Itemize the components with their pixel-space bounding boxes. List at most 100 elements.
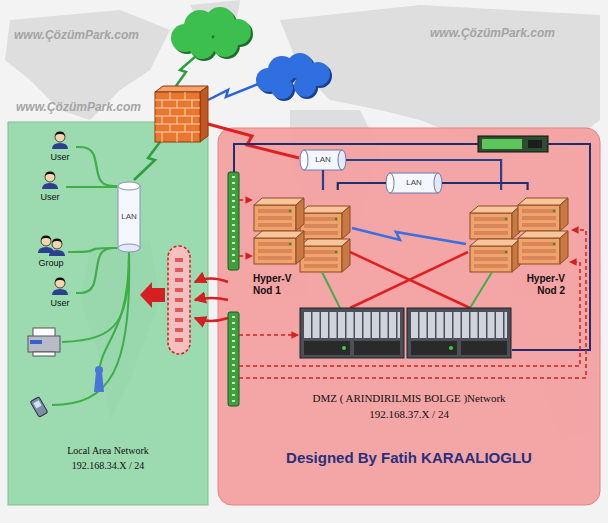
dmz-gateway-part	[195, 298, 228, 300]
dmz-hardware-part	[239, 262, 580, 366]
lan-segment: LAN	[300, 150, 346, 170]
internet-clouds-part	[256, 53, 330, 99]
wan-links	[134, 56, 299, 180]
dmz-hardware-part	[322, 272, 340, 308]
device-label: User	[50, 298, 69, 309]
dmz-hardware-part	[518, 231, 568, 264]
internet-clouds-part-part	[294, 75, 316, 97]
lan-devices-part	[33, 400, 41, 408]
dmz-hardware-part	[300, 150, 308, 170]
dmz-hardware-part	[482, 139, 522, 149]
watermark-box: www.ÇözümPark.com	[430, 26, 555, 40]
device-label: User	[50, 152, 69, 163]
firewall-part	[155, 92, 200, 142]
host-label: Hyper-V Nod 2	[511, 273, 567, 297]
internet-clouds-part-part	[271, 77, 293, 99]
lan-devices-part	[118, 182, 140, 190]
dmz-gateway	[140, 246, 228, 354]
lan-devices-part	[49, 239, 65, 256]
dmz-hardware-part	[228, 312, 239, 406]
dmz-hardware-part	[228, 172, 239, 270]
dmz-hardware-part	[518, 198, 568, 231]
dmz-hardware-part	[352, 228, 466, 244]
dmz-hardware-part	[304, 341, 350, 355]
lan-devices-part	[94, 372, 104, 392]
world-map-part	[5, 10, 170, 120]
zone-caption: 192.168.37.X / 24	[369, 408, 449, 421]
dmz-hardware-part	[407, 308, 511, 358]
internet-clouds-part	[171, 7, 251, 59]
device-label: User	[40, 192, 59, 203]
dmz-hardware-part	[239, 230, 586, 378]
dmz-hardware-part	[434, 173, 442, 193]
dmz-hardware-part	[300, 150, 346, 170]
lan-devices-part	[33, 352, 55, 356]
zone-caption: Designed By Fatih KARAALIOGLU	[286, 449, 532, 467]
lan-zone-panel: UserUserGroupUserLANLocal Area Network19…	[8, 122, 208, 505]
group-icon: Group	[34, 234, 68, 270]
zone-caption: 192.168.34.X / 24	[72, 460, 145, 472]
dmz-gateway-part	[168, 246, 190, 354]
host-label: Hyper-V Nod 1	[251, 273, 307, 297]
dmz-gateway-part	[175, 298, 183, 302]
lan-devices-part	[118, 244, 140, 252]
firewall	[155, 86, 208, 142]
dmz-hardware-part	[304, 312, 400, 338]
dmz-hardware-part	[390, 173, 438, 193]
dmz-hardware-part	[478, 136, 548, 152]
wan-links-part	[134, 142, 160, 180]
firewall-part	[155, 92, 200, 142]
dmz-gateway-part	[195, 279, 228, 283]
dmz-hardware-part	[354, 341, 400, 355]
dmz-hardware-part	[461, 341, 507, 355]
network-link	[76, 248, 117, 293]
segment-label: LAN	[315, 155, 331, 165]
dmz-hardware-part	[254, 198, 304, 231]
dmz-gateway-part	[175, 258, 183, 262]
network-link	[442, 183, 528, 190]
watermark-box: www.ÇözümPark.com	[14, 28, 139, 42]
dmz-gateway-part	[175, 318, 183, 322]
dmz-hardware-part	[239, 334, 298, 336]
network-link	[322, 170, 324, 190]
dmz-gateway-part	[175, 288, 183, 292]
wan-links-part	[176, 56, 196, 86]
network-link	[66, 186, 117, 188]
lan-devices-part	[62, 252, 129, 342]
user-icon: User	[44, 130, 76, 164]
lan-devices-part	[95, 366, 103, 374]
watermark: www.ÇözümPark.com	[16, 100, 141, 114]
dmz-hardware-part	[234, 144, 478, 172]
network-link	[346, 160, 501, 190]
dmz-zone-panel: LANLANHyper-V Nod 1Hyper-V Nod 2DMZ ( AR…	[218, 128, 600, 505]
lan-devices-part	[28, 336, 60, 352]
dmz-gateway-part	[195, 318, 228, 321]
hyperv-node: Hyper-V Nod 2	[464, 190, 570, 300]
dmz-hardware-part	[304, 150, 342, 170]
dmz-hardware-part	[449, 346, 453, 350]
dmz-gateway-part	[140, 282, 165, 308]
firewall-part	[200, 86, 208, 142]
internet-clouds-part-part	[189, 33, 215, 59]
lan-devices	[28, 132, 140, 418]
dmz-hardware-part	[350, 252, 470, 308]
wan-links-part	[208, 84, 258, 100]
wan-links-part	[208, 124, 299, 158]
lan-devices-part	[100, 252, 129, 366]
dmz-hardware-part	[386, 173, 394, 193]
dmz-hardware-part	[350, 252, 468, 308]
lan-devices-part	[52, 132, 68, 149]
dmz-hardware-part	[232, 176, 235, 266]
segment-label: LAN	[121, 212, 137, 222]
dmz-hardware-part	[338, 150, 346, 170]
dmz-gateway-part	[175, 268, 183, 272]
lan-segment: LAN	[117, 182, 141, 252]
lan-devices-part	[30, 397, 48, 418]
watermark: www.ÇözümPark.com	[14, 28, 139, 42]
dmz-gateway-part	[175, 328, 183, 332]
dmz-hardware-part	[254, 231, 304, 264]
dmz-hardware-part	[411, 341, 457, 355]
segment-label: LAN	[406, 178, 422, 188]
